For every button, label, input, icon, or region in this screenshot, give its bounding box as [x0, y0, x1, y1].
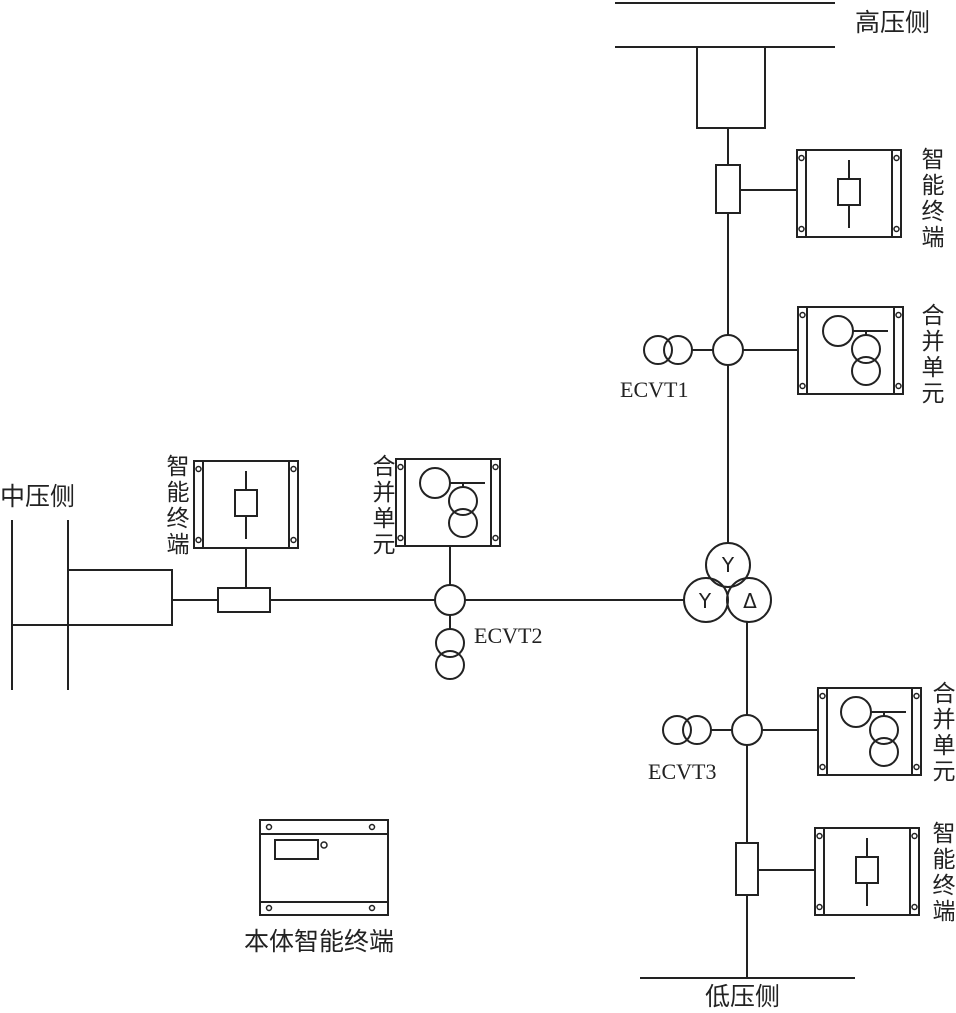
- low-smart-terminal-label: 智能终端: [928, 821, 954, 925]
- ecvt1-winding-b: [663, 335, 693, 365]
- mounting-hole: [816, 903, 823, 911]
- mounting-hole: [913, 763, 920, 771]
- voltage-transformer-symbol-upper: [851, 334, 881, 364]
- transformer-right-winding: [726, 577, 772, 623]
- mounting-hole: [397, 463, 404, 471]
- medium-voltage-side-label: 中压侧: [0, 482, 76, 511]
- enclosure: [259, 819, 389, 916]
- mounting-hole: [798, 154, 805, 162]
- high-smart-terminal-label: 智能终端: [917, 147, 943, 251]
- medium-side-breaker: [217, 587, 271, 613]
- indicator-light: [320, 841, 328, 849]
- mounting-hole: [492, 534, 499, 542]
- mounting-hole: [895, 382, 902, 390]
- voltage-transformer-symbol-lower: [448, 508, 478, 538]
- medium-merging-unit-label: 合并单元: [368, 454, 394, 558]
- ecvt1-label: ECVT1: [620, 377, 689, 402]
- mounting-hole: [893, 225, 900, 233]
- merging-unit-high: [797, 306, 904, 395]
- low-merging-unit-label: 合并单元: [928, 681, 954, 785]
- low-side-feeder: [662, 622, 818, 978]
- mounting-hole: [195, 536, 202, 544]
- ecvt3-winding-a: [662, 715, 692, 745]
- high-voltage-side-label: 高压侧: [855, 8, 931, 37]
- low-side-breaker: [735, 842, 759, 896]
- mounting-hole: [265, 823, 273, 831]
- voltage-transformer-symbol-upper: [448, 486, 478, 516]
- medium-voltage-bus: [11, 520, 173, 690]
- high-voltage-bus: [615, 2, 835, 129]
- high-merging-unit-label: 合并单元: [917, 303, 943, 407]
- mounting-hole: [265, 904, 273, 912]
- switch-symbol: [234, 489, 258, 517]
- low-voltage-side-label: 低压侧: [705, 982, 781, 1011]
- ecvt2-sensor: [434, 584, 466, 616]
- smart-terminal-high: [796, 149, 902, 238]
- ecvt3-label: ECVT3: [648, 759, 717, 784]
- voltage-transformer-symbol-lower: [869, 737, 899, 767]
- mounting-hole: [911, 832, 918, 840]
- voltage-transformer-symbol-lower: [851, 356, 881, 386]
- voltage-transformer-symbol-upper: [869, 715, 899, 745]
- ecvt3-sensor: [731, 714, 763, 746]
- mounting-hole: [290, 465, 297, 473]
- high-side-breaker: [715, 164, 741, 214]
- medium-voltage-bus-connection: [12, 569, 173, 626]
- medium-side-feeder: [172, 546, 684, 680]
- high-voltage-bus-connection: [696, 47, 766, 129]
- display-panel: [274, 839, 319, 860]
- mounting-hole: [893, 154, 900, 162]
- mounting-hole: [492, 463, 499, 471]
- three-winding-transformer: Y Y Δ: [683, 542, 772, 623]
- top-winding-symbol: Y: [721, 553, 735, 577]
- merging-unit-low: [817, 687, 922, 776]
- body-smart-terminal: [259, 819, 389, 916]
- medium-smart-terminal-label: 智能终端: [162, 454, 188, 558]
- switch-symbol: [837, 178, 861, 206]
- mounting-hole: [798, 225, 805, 233]
- mounting-hole: [819, 763, 826, 771]
- mounting-hole: [913, 692, 920, 700]
- smart-terminal-low: [814, 827, 920, 916]
- smart-terminal-medium: [193, 460, 299, 549]
- mounting-hole: [397, 534, 404, 542]
- mounting-hole: [290, 536, 297, 544]
- ecvt2-label: ECVT2: [474, 623, 543, 648]
- right-winding-symbol: Δ: [743, 589, 757, 613]
- ecvt2-winding-a: [435, 628, 465, 658]
- enclosure: [395, 458, 501, 547]
- ecvt1-sensor: [712, 334, 744, 366]
- body-smart-terminal-label: 本体智能终端: [244, 927, 395, 956]
- switch-symbol: [855, 856, 879, 884]
- enclosure: [797, 306, 904, 395]
- mounting-hole: [368, 823, 376, 831]
- merging-unit-medium: [395, 458, 501, 547]
- mounting-hole: [195, 465, 202, 473]
- mounting-hole: [816, 832, 823, 840]
- left-winding-symbol: Y: [698, 589, 712, 613]
- mounting-hole: [799, 311, 806, 319]
- transformer-top-winding: [705, 542, 751, 588]
- ecvt3-winding-b: [682, 715, 712, 745]
- ecvt2-winding-b: [435, 650, 465, 680]
- ecvt1-winding-a: [643, 335, 673, 365]
- mounting-hole: [895, 311, 902, 319]
- mounting-hole: [799, 382, 806, 390]
- mounting-hole: [819, 692, 826, 700]
- mounting-hole: [911, 903, 918, 911]
- mounting-hole: [368, 904, 376, 912]
- high-side-feeder: [643, 128, 798, 543]
